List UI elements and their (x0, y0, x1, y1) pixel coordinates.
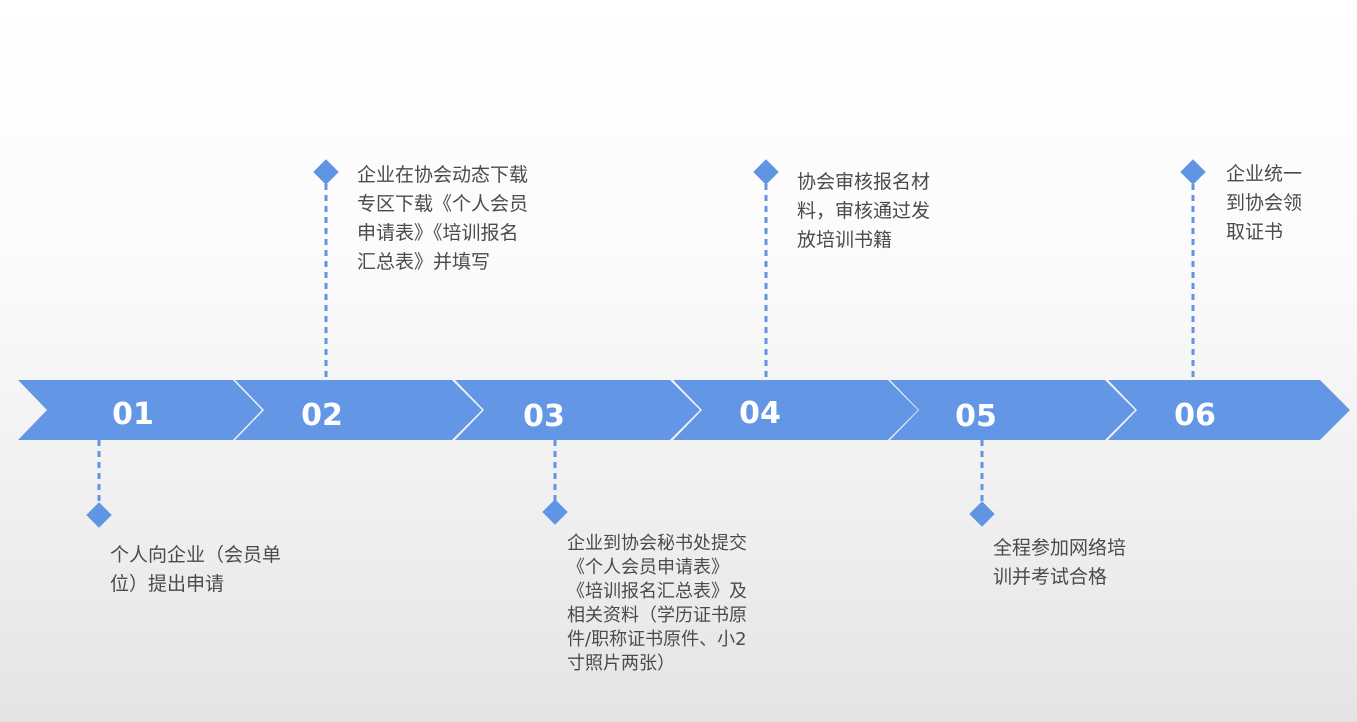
description-line: 个人向企业（会员单 (110, 544, 282, 566)
description-line: 协会审核报名材 (797, 171, 931, 193)
step-number-02: 02 (301, 398, 343, 433)
chevron-step-04 (673, 380, 918, 440)
description-line: 申请表》《培训报名 (357, 222, 519, 244)
description-line: 料，审核通过发 (797, 200, 931, 222)
description-line: 位）提出申请 (110, 573, 225, 595)
step-number-01: 01 (112, 397, 154, 432)
diamond-marker-06 (1180, 159, 1206, 185)
description-line: 企业统一 (1226, 163, 1303, 185)
description-line: 《个人会员申请表》 (567, 557, 729, 578)
chevron-step-02 (235, 380, 482, 440)
chevron-step-03 (455, 380, 700, 440)
step-number-05: 05 (955, 399, 997, 434)
description-line: 企业在协会动态下载 (357, 164, 529, 186)
step-03-description: 企业到协会秘书处提交 《个人会员申请表》 《培训报名汇总表》及 相关资料（学历证… (567, 532, 747, 676)
chevron-band (18, 380, 1350, 440)
diamond-marker-01 (86, 502, 112, 528)
diamond-marker-03 (542, 499, 568, 525)
diamond-marker-02 (313, 159, 339, 185)
description-line: 《培训报名汇总表》及 (567, 581, 747, 602)
step-number-03: 03 (523, 399, 565, 434)
description-line: 全程参加网络培 (993, 537, 1127, 559)
diamond-marker-05 (969, 501, 995, 527)
chevron-step-06 (1108, 380, 1350, 440)
description-line: 放培训书籍 (797, 229, 893, 251)
description-line: 寸照片两张） (567, 653, 675, 674)
connectors (97, 184, 1195, 504)
description-line: 取证书 (1226, 221, 1284, 243)
description-line: 到协会领 (1226, 192, 1303, 214)
description-line: 汇总表》并填写 (357, 251, 491, 273)
step-06-description: 企业统一 到协会领 取证书 (1226, 160, 1302, 247)
chevron-step-01 (18, 380, 262, 440)
description-line: 专区下载《个人会员 (357, 193, 529, 215)
step-04-description: 协会审核报名材 料，审核通过发 放培训书籍 (797, 168, 930, 255)
diamond-marker-04 (753, 159, 779, 185)
step-number-04: 04 (739, 396, 781, 431)
step-02-description: 企业在协会动态下载 专区下载《个人会员 申请表》《培训报名 汇总表》并填写 (357, 161, 528, 277)
step-number-06: 06 (1174, 398, 1216, 433)
step-01-description: 个人向企业（会员单 位）提出申请 (110, 541, 281, 599)
description-line: 训并考试合格 (993, 566, 1108, 588)
description-line: 企业到协会秘书处提交 (567, 533, 747, 554)
description-line: 件/职称证书原件、小2 (567, 629, 747, 650)
markers (86, 159, 1206, 528)
chevron-step-05 (890, 380, 1135, 440)
step-05-description: 全程参加网络培 训并考试合格 (993, 534, 1126, 592)
description-line: 相关资料（学历证书原 (567, 605, 747, 626)
